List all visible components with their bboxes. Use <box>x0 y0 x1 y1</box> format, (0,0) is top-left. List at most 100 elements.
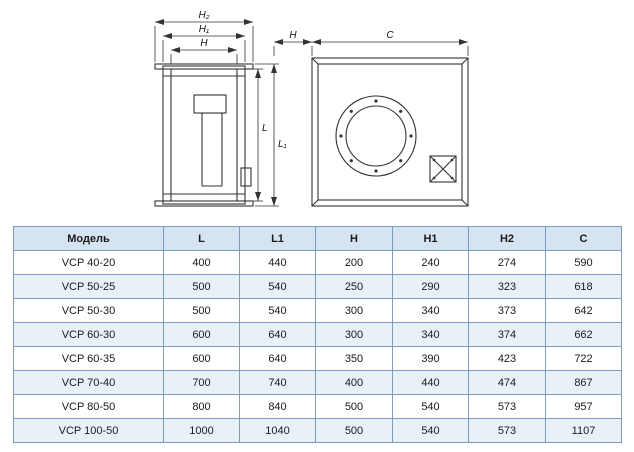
top-flange <box>154 63 254 70</box>
model-cell: VCP 100-50 <box>13 418 164 443</box>
value-cell: 640 <box>239 346 316 371</box>
value-cell: 300 <box>315 298 393 323</box>
table-row: VCP 60-30 600 640 300 340 374 662 <box>13 322 622 347</box>
value-cell: 500 <box>315 394 393 419</box>
value-cell: 200 <box>315 250 393 275</box>
corner-chamfer <box>311 57 319 65</box>
table-row: VCP 100-50 1000 1040 500 540 573 1107 <box>13 418 622 443</box>
front-terminal-box <box>240 167 252 187</box>
col-header-h2: H2 <box>468 226 546 251</box>
dim-label-h2: H₂ <box>198 10 209 21</box>
value-cell: 240 <box>392 250 469 275</box>
col-header-c: C <box>545 226 622 251</box>
value-cell: 274 <box>468 250 546 275</box>
value-cell: 340 <box>392 322 469 347</box>
value-cell: 1040 <box>239 418 316 443</box>
table-row: VCP 70-40 700 740 400 440 474 867 <box>13 370 622 395</box>
terminal-screw-dot <box>432 158 436 162</box>
value-cell: 290 <box>392 274 469 299</box>
value-cell: 374 <box>468 322 546 347</box>
value-cell: 600 <box>163 346 240 371</box>
value-cell: 590 <box>545 250 622 275</box>
dim-label-c: C <box>386 30 394 41</box>
value-cell: 722 <box>545 346 622 371</box>
value-cell: 600 <box>163 322 240 347</box>
dim-label-l: L <box>262 123 268 134</box>
terminal-screw-dot <box>432 176 436 180</box>
dim-label-side-h: H <box>289 30 297 41</box>
value-cell: 540 <box>392 394 469 419</box>
terminal-screw-dot <box>450 158 454 162</box>
value-cell: 373 <box>468 298 546 323</box>
value-cell: 440 <box>392 370 469 395</box>
model-cell: VCP 60-30 <box>13 322 164 347</box>
value-cell: 300 <box>315 322 393 347</box>
table-row: VCP 40-20 400 440 200 240 274 590 <box>13 250 622 275</box>
dim-label-l1: L₁ <box>278 139 287 150</box>
model-cell: VCP 80-50 <box>13 394 164 419</box>
bolt-dot <box>374 99 378 103</box>
value-cell: 340 <box>392 298 469 323</box>
value-cell: 700 <box>163 370 240 395</box>
bolt-dot <box>349 159 353 163</box>
dim-label-h: H <box>200 38 208 49</box>
value-cell: 500 <box>163 274 240 299</box>
value-cell: 640 <box>239 322 316 347</box>
value-cell: 390 <box>392 346 469 371</box>
value-cell: 540 <box>239 274 316 299</box>
value-cell: 423 <box>468 346 546 371</box>
table-row: VCP 50-30 500 540 300 340 373 642 <box>13 298 622 323</box>
bolt-dot <box>399 109 403 113</box>
fan-housing-body <box>162 65 246 205</box>
table-row: VCP 60-35 600 640 350 390 423 722 <box>13 346 622 371</box>
model-cell: VCP 50-30 <box>13 298 164 323</box>
value-cell: 642 <box>545 298 622 323</box>
model-cell: VCP 70-40 <box>13 370 164 395</box>
value-cell: 500 <box>163 298 240 323</box>
technical-drawing-svg: H₂ H₁ H L L₁ H C <box>154 10 469 207</box>
col-header-h1: H1 <box>392 226 469 251</box>
model-cell: VCP 50-25 <box>13 274 164 299</box>
value-cell: 400 <box>163 250 240 275</box>
motor-block <box>193 94 227 114</box>
value-cell: 540 <box>392 418 469 443</box>
value-cell: 662 <box>545 322 622 347</box>
value-cell: 400 <box>315 370 393 395</box>
bolt-dot <box>374 169 378 173</box>
value-cell: 540 <box>239 298 316 323</box>
front-view-dimensions <box>154 19 279 207</box>
corner-chamfer <box>311 199 319 207</box>
casing-inner-line <box>317 63 463 201</box>
model-cell: VCP 40-20 <box>13 250 164 275</box>
value-cell: 573 <box>468 418 546 443</box>
table-row: VCP 50-25 500 540 250 290 323 618 <box>13 274 622 299</box>
corner-chamfer <box>461 57 469 65</box>
front-view-drawing <box>154 63 254 207</box>
dim-label-h1: H₁ <box>199 24 209 35</box>
corner-chamfer <box>461 199 469 207</box>
terminal-screw-dot <box>450 176 454 180</box>
value-cell: 618 <box>545 274 622 299</box>
table-row: VCP 80-50 800 840 500 540 573 957 <box>13 394 622 419</box>
value-cell: 350 <box>315 346 393 371</box>
dimension-labels: H₂ H₁ H L L₁ H C <box>198 10 394 150</box>
technical-drawings: H₂ H₁ H L L₁ H C <box>0 0 634 224</box>
col-header-h: H <box>315 226 393 251</box>
value-cell: 1000 <box>163 418 240 443</box>
value-cell: 440 <box>239 250 316 275</box>
header-row: Модель L L1 H H1 H2 C <box>13 226 622 251</box>
casing-outline <box>311 57 469 207</box>
value-cell: 1107 <box>545 418 622 443</box>
value-cell: 867 <box>545 370 622 395</box>
terminal-box <box>429 155 457 183</box>
dimensions-table: Модель L L1 H H1 H2 C VCP 40-20 400 440 … <box>13 226 622 443</box>
inlet-flange-outer-circle <box>335 95 417 177</box>
value-cell: 840 <box>239 394 316 419</box>
col-header-l1: L1 <box>239 226 316 251</box>
col-header-l: L <box>163 226 240 251</box>
side-view-dimensions <box>273 39 469 56</box>
inlet-opening-circle <box>345 105 407 167</box>
bottom-flange <box>154 200 254 207</box>
value-cell: 800 <box>163 394 240 419</box>
